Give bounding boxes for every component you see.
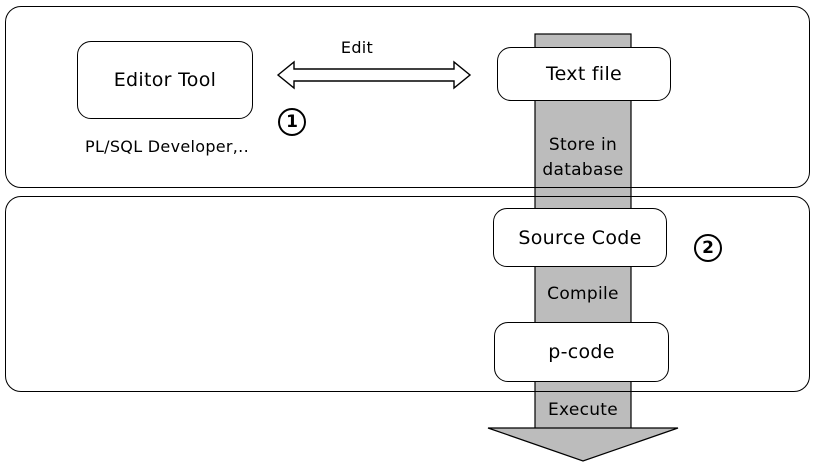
- step-2-badge: 2: [694, 234, 722, 262]
- store-label-line1: Store in: [548, 135, 618, 155]
- store-label-line2: database: [542, 160, 624, 180]
- client-layer: [5, 6, 810, 188]
- execute-label: Execute: [547, 400, 619, 420]
- step-2-number: 2: [702, 238, 714, 258]
- editor-tool-example: PL/SQL Developer,..: [85, 137, 249, 156]
- source-code-label: Source Code: [518, 226, 642, 249]
- editor-tool-label: Editor Tool: [113, 69, 217, 91]
- store-in-database-label: Store in database: [535, 133, 631, 183]
- text-file-label: Text file: [545, 63, 623, 85]
- editor-tool-box: Editor Tool: [77, 41, 253, 119]
- step-1-number: 1: [286, 112, 298, 132]
- p-code-label: p-code: [548, 341, 615, 363]
- edit-label: Edit: [340, 38, 374, 57]
- p-code-box: p-code: [494, 322, 669, 382]
- database-layer: [5, 196, 810, 392]
- text-file-box: Text file: [497, 47, 671, 101]
- execute-arrowhead: [487, 427, 679, 462]
- source-code-box: Source Code: [493, 208, 667, 267]
- step-1-badge: 1: [278, 108, 306, 136]
- compile-label: Compile: [547, 284, 619, 304]
